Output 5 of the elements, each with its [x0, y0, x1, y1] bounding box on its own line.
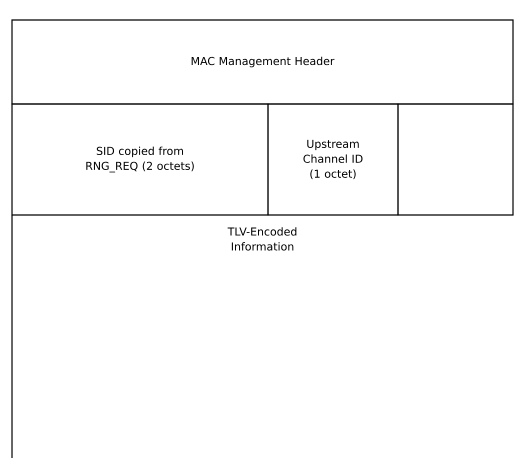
field-cell: SID copied from RNG_REQ (2 octets) — [11, 103, 269, 216]
field-cell: Upstream Channel ID (1 octet) — [267, 103, 399, 216]
header-cell: MAC Management Header — [11, 19, 514, 105]
empty-cell — [397, 103, 514, 216]
field-label: TLV-Encoded Information — [228, 227, 296, 251]
